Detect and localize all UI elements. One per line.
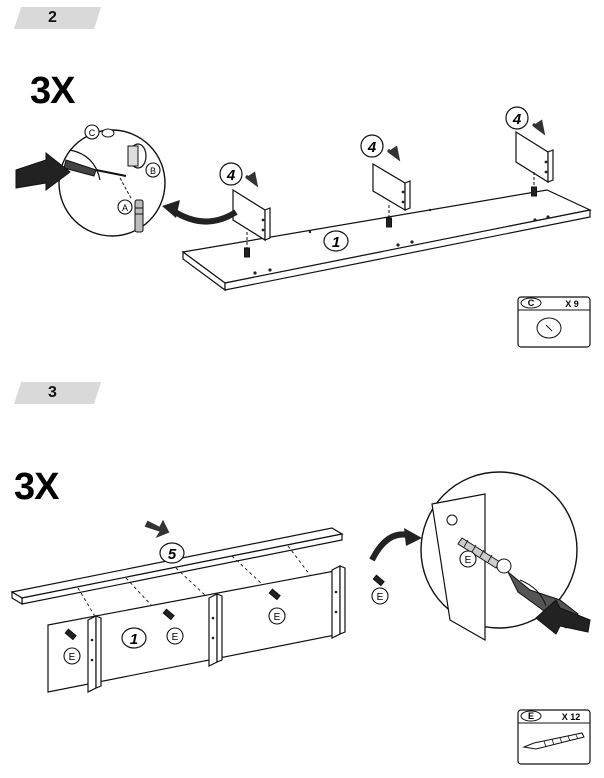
bracket-label: 4 (367, 139, 377, 156)
alignment-lines (77, 545, 311, 619)
step-3-tab: 3 (14, 382, 102, 404)
screw-label: E (172, 632, 179, 643)
step-number: 3 (48, 384, 57, 401)
panel-label: 1 (332, 234, 340, 251)
push-arrow (15, 151, 71, 191)
hardware-callouts (84, 124, 161, 215)
push-arrow (535, 599, 591, 635)
hardware-label-a: A (122, 203, 128, 213)
detail-circle (58, 128, 166, 237)
panel-label: 1 (130, 631, 138, 648)
top-panel-label-circle (159, 542, 185, 564)
bracket-label: 4 (226, 167, 236, 184)
screw-callout (459, 550, 477, 568)
detail-circle (420, 471, 579, 642)
parts-box-letter: C (528, 298, 535, 308)
bottom-panel (181, 189, 592, 292)
step-number: 2 (48, 9, 57, 26)
vertical-supports (87, 565, 346, 693)
parts-box-qty: X 12 (562, 712, 581, 722)
parts-box-c (517, 296, 591, 348)
screw-label: E (69, 652, 76, 663)
bracket-right (515, 130, 554, 184)
parts-box-qty: X 9 (565, 299, 579, 309)
cam-bolts (244, 172, 537, 258)
bracket-middle (372, 162, 411, 212)
hardware-label-b: B (150, 166, 156, 176)
panel-label-circle (323, 230, 349, 252)
parts-box-letter: E (528, 711, 534, 721)
step-2-multiplier: 3X (30, 70, 75, 112)
top-panel-arrow (144, 519, 170, 539)
hardware-label-c: C (89, 128, 96, 138)
top-panel-label: 5 (168, 546, 177, 563)
parts-box-e (517, 709, 591, 765)
detail-pointer-arrow (170, 207, 238, 225)
step-2-tab: 2 (14, 7, 102, 29)
screws (64, 574, 385, 641)
screw-callouts (63, 587, 389, 665)
step-3-multiplier: 3X (14, 466, 59, 508)
screw-label: E (465, 555, 472, 566)
part-4-callouts (219, 106, 546, 188)
bracket-label: 4 (512, 111, 522, 128)
screw-label: E (377, 592, 384, 603)
bracket-left (232, 188, 271, 242)
panel-label-circle (121, 627, 147, 649)
screw-label: E (274, 612, 281, 623)
top-panel (10, 527, 344, 606)
